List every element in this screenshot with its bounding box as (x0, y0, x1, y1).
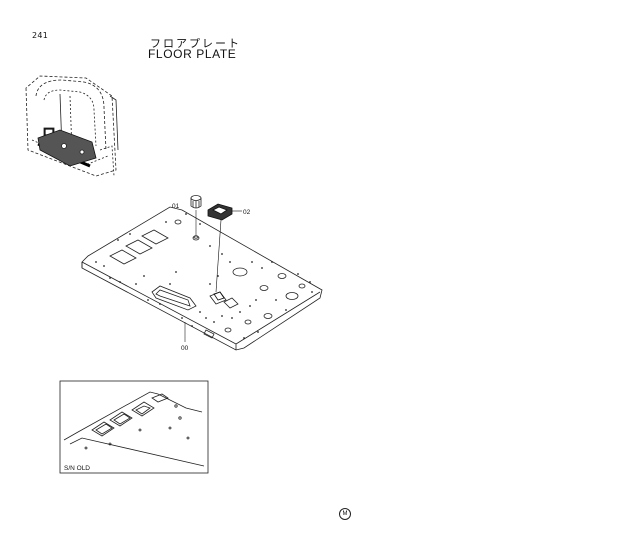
callout-02: 02 (243, 209, 251, 216)
callout-01: 01 (172, 203, 180, 210)
callout-00: 00 (181, 345, 189, 352)
page-number: 241 (32, 31, 49, 40)
floor-plate-holes (95, 213, 313, 339)
title-japanese: フロアプレート (150, 37, 241, 50)
inset-detail (59, 380, 209, 474)
part-02-grommet (207, 203, 242, 301)
inset-label: S/N OLD (64, 465, 90, 472)
cab-location-illustration (25, 75, 119, 177)
part-01-plug (190, 195, 202, 239)
footer-mark: M (339, 508, 351, 520)
title-english: FLOOR PLATE (148, 47, 237, 61)
floor-plate (81, 206, 323, 351)
